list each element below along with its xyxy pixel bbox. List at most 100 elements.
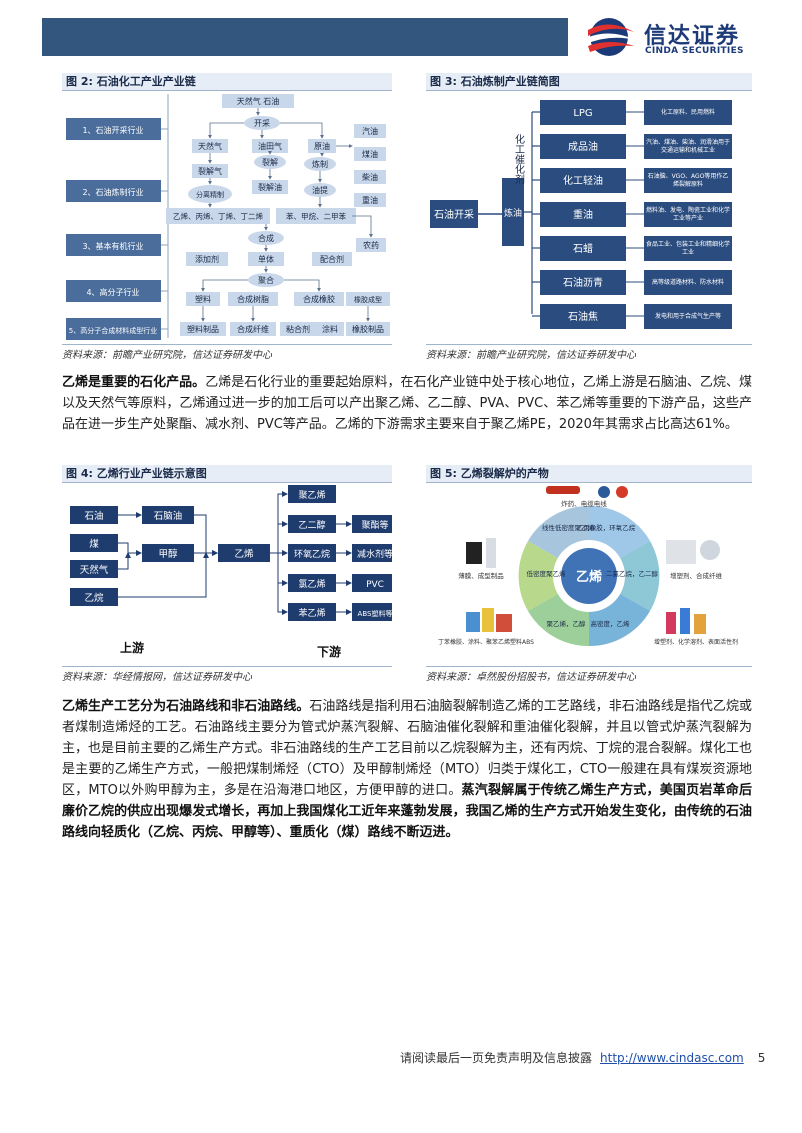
fig3-use-1 <box>644 100 732 125</box>
fig5-product-illustrations <box>466 486 720 634</box>
fig4-methanol-label: 甲醇 <box>158 548 178 560</box>
fig2-node-nongyao <box>356 238 386 252</box>
fig3-product-1 <box>540 100 626 125</box>
fig2-industry-1 <box>66 118 161 140</box>
fig4-derivative-4-label: ABS塑料等 <box>358 609 392 618</box>
header-band <box>42 18 568 56</box>
fig3-product-6-label: 石油沥青 <box>563 276 603 289</box>
fig4-methanol <box>142 544 194 562</box>
fig2-node-qiyou-label: 汽油 <box>362 126 378 136</box>
fig3-product-1-label: LPG <box>573 108 592 119</box>
paragraph-1-lead: 乙烯是重要的石化产品。 <box>62 375 206 390</box>
fig2-node-fenli <box>188 185 232 203</box>
fig3-source: 资料来源：前瞻产业研究院，信达证券研发中心 <box>426 344 752 361</box>
fig3-product-2-label: 成品油 <box>568 140 598 153</box>
fig2-node-liejieyou-label: 裂解油 <box>258 182 282 192</box>
fig5-ring-3: 高密度，乙烯 <box>591 619 631 628</box>
fig2-node-hechengxiangjiao-label: 合成橡胶 <box>303 294 335 304</box>
fig4-derivative-2-label: 减水剂等 <box>357 548 392 560</box>
fig2-node-nianheji-label: 粘合剂 <box>286 324 310 334</box>
logo-english-text: CINDA SECURITIES <box>645 46 744 56</box>
fig2-source: 资料来源：前瞻产业研究院，信达证券研发中心 <box>62 344 392 361</box>
fig3-product-7 <box>540 304 626 329</box>
fig3-use-1-label: 化工原料、民用燃料 <box>660 108 715 116</box>
fig2-node-fenli-label: 分离精制 <box>196 190 224 199</box>
fig2-node-top <box>222 94 294 108</box>
fig3-product-3 <box>540 168 626 193</box>
fig3-title: 图 3: 石油炼制产业链简图 <box>426 73 752 91</box>
fig3-start-label: 石油开采 <box>434 208 474 221</box>
fig2-node-hechengxianwei <box>230 322 276 336</box>
footer-website-link[interactable]: http://www.cindasc.com <box>600 1051 744 1065</box>
fig2-node-olefins <box>166 208 270 224</box>
fig2-industry-4-label: 4、高分子行业 <box>86 287 139 297</box>
fig2-node-tianranqi <box>192 139 228 153</box>
fig2-node-danti <box>248 252 284 266</box>
fig2-industry-3 <box>66 234 161 256</box>
fig3-product-4-label: 重油 <box>573 208 593 221</box>
fig4-product-1 <box>288 485 336 503</box>
fig5-ring-1: 乙丙橡胶，环氧乙烷 <box>577 523 636 532</box>
fig2-node-tuliao-label: 涂料 <box>322 324 338 334</box>
fig5-ring <box>518 505 660 647</box>
fig4-product-4 <box>288 574 336 592</box>
fig5-svg: 乙烯 乙丙橡胶，环氧乙烷 二氯乙烷，乙二醇 高密度，乙烯 聚乙烯，乙醇 低密度聚… <box>438 486 738 647</box>
fig4-raw-coal-label: 煤 <box>89 538 99 550</box>
fig2-node-youti <box>304 183 336 197</box>
fig2-node-youtianqi <box>252 139 288 153</box>
fig2-node-youtianqi-label: 油田气 <box>258 141 282 151</box>
fig3-use-3 <box>644 168 732 193</box>
fig3-use-6-label: 高等级道路材料、防水材料 <box>651 278 724 286</box>
fig2-node-xiangjiaozhipin <box>346 322 390 336</box>
paragraph-2-bold-conclusion: 蒸汽裂解属于传统乙烯生产方式，美国页岩革命后廉价乙烷的供应出现爆发式增长，再加上… <box>62 783 752 840</box>
fig2-node-kaicai <box>244 116 280 130</box>
cinda-logo-mark-icon <box>586 18 636 56</box>
fig4-ethylene <box>218 544 270 562</box>
fig4-derivative-3 <box>352 574 392 592</box>
fig4-raw-gas <box>70 560 118 578</box>
fig2-title: 图 2: 石油化工产业产业链 <box>62 73 392 91</box>
fig3-use-5 <box>644 236 732 261</box>
fig4-raw-oil-label: 石油 <box>84 510 103 522</box>
fig2-node-meiyou <box>354 147 386 161</box>
fig5-caption-2: 薄膜、成型制品 <box>458 571 504 580</box>
fig3-product-5 <box>540 236 626 261</box>
fig4-derivative-2 <box>352 544 392 562</box>
fig5-ring-4: 聚乙烯，乙醇 <box>547 619 587 628</box>
fig2-node-hecheng <box>248 231 284 245</box>
fig2-node-liejieqi-label: 裂解气 <box>198 166 222 176</box>
fig2-node-xiangjiaozhipin-label: 橡胶制品 <box>352 324 384 334</box>
fig3-use-6 <box>644 270 732 295</box>
fig3-start-node <box>430 200 478 228</box>
fig4-chart: 石油 煤 天然气 乙烷 石脑油 甲醇 乙烯 <box>62 484 392 664</box>
fig2-industry-4 <box>66 280 161 302</box>
fig5-title: 图 5: 乙烯裂解炉的产物 <box>426 465 752 483</box>
fig2-node-tianjiaji-label: 添加剂 <box>195 254 219 264</box>
fig2-node-chaiyou <box>354 170 386 184</box>
fig4-title: 图 4: 乙烯行业产业链示意图 <box>62 465 392 483</box>
footer-disclaimer-text: 请阅读最后一页免责声明及信息披露 <box>400 1051 593 1065</box>
fig2-node-liejie-label: 裂解 <box>262 157 278 167</box>
fig2-node-tianjiaji <box>186 252 228 266</box>
paragraph-1: 乙烯是重要的石化产品。乙烯是石化行业的重要起始原料，在石化产业链中处于核心地位，… <box>62 372 752 435</box>
fig2-industry-1-label: 1、石油开采行业 <box>82 125 143 135</box>
fig3-mid-label: 炼油 <box>504 207 522 219</box>
paragraph-2-body: 石油路线是指利用石油脑裂解制造乙烯的工艺路线，非石油路线是指代乙烷或者煤制造烯烃… <box>62 699 752 798</box>
fig2-node-olefins-label: 乙烯、丙烯、丁烯、丁二烯 <box>173 211 263 221</box>
fig4-product-5 <box>288 603 336 621</box>
fig2-node-tuliao <box>316 322 344 336</box>
page-number: 5 <box>757 1051 766 1065</box>
fig4-product-1-label: 聚乙烯 <box>298 489 325 501</box>
fig4-naphtha-label: 石脑油 <box>154 510 183 522</box>
fig4-source: 资料来源：华经情报网，信达证券研发中心 <box>62 666 392 683</box>
fig4-derivative-1-label: 聚酯等 <box>361 519 388 531</box>
fig2-node-peihe-label: 配合剂 <box>320 254 344 264</box>
fig3-use-2 <box>644 134 732 159</box>
fig2-industry-5 <box>66 318 161 340</box>
fig4-derivative-3-label: PVC <box>366 580 384 590</box>
fig2-node-suliao <box>186 292 220 306</box>
page-footer: 请阅读最后一页免责声明及信息披露 http://www.cindasc.com 5 <box>400 1049 765 1066</box>
fig2-node-hecheng-label: 合成 <box>258 233 274 243</box>
fig3-product-7-label: 石油焦 <box>568 310 598 323</box>
